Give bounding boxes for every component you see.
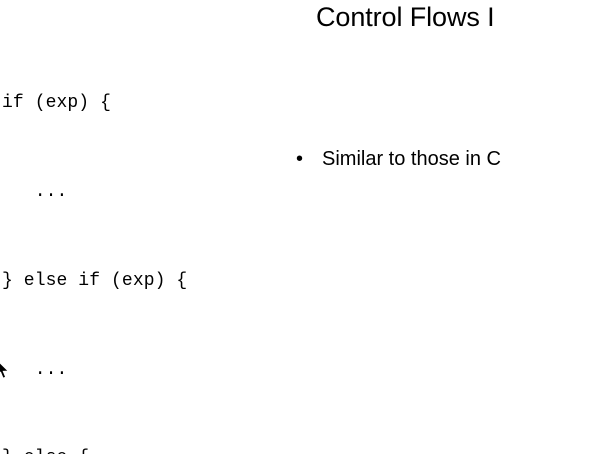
bullet-list: • Similar to those in C [296, 146, 600, 172]
code-line: } else if (exp) { [2, 270, 188, 291]
code-line: if (exp) { [2, 93, 112, 114]
code-block: if (exp) { ... } else if (exp) { ... } e… [2, 30, 187, 454]
list-item: • Similar to those in C [296, 146, 600, 172]
page-title: Control Flows I [316, 2, 495, 32]
code-line: ... [2, 181, 68, 202]
bullet-marker-icon: • [296, 148, 304, 170]
bullet-text: Similar to those in C [322, 148, 501, 170]
code-line: } else { [2, 444, 187, 454]
code-line: ... [2, 359, 68, 380]
